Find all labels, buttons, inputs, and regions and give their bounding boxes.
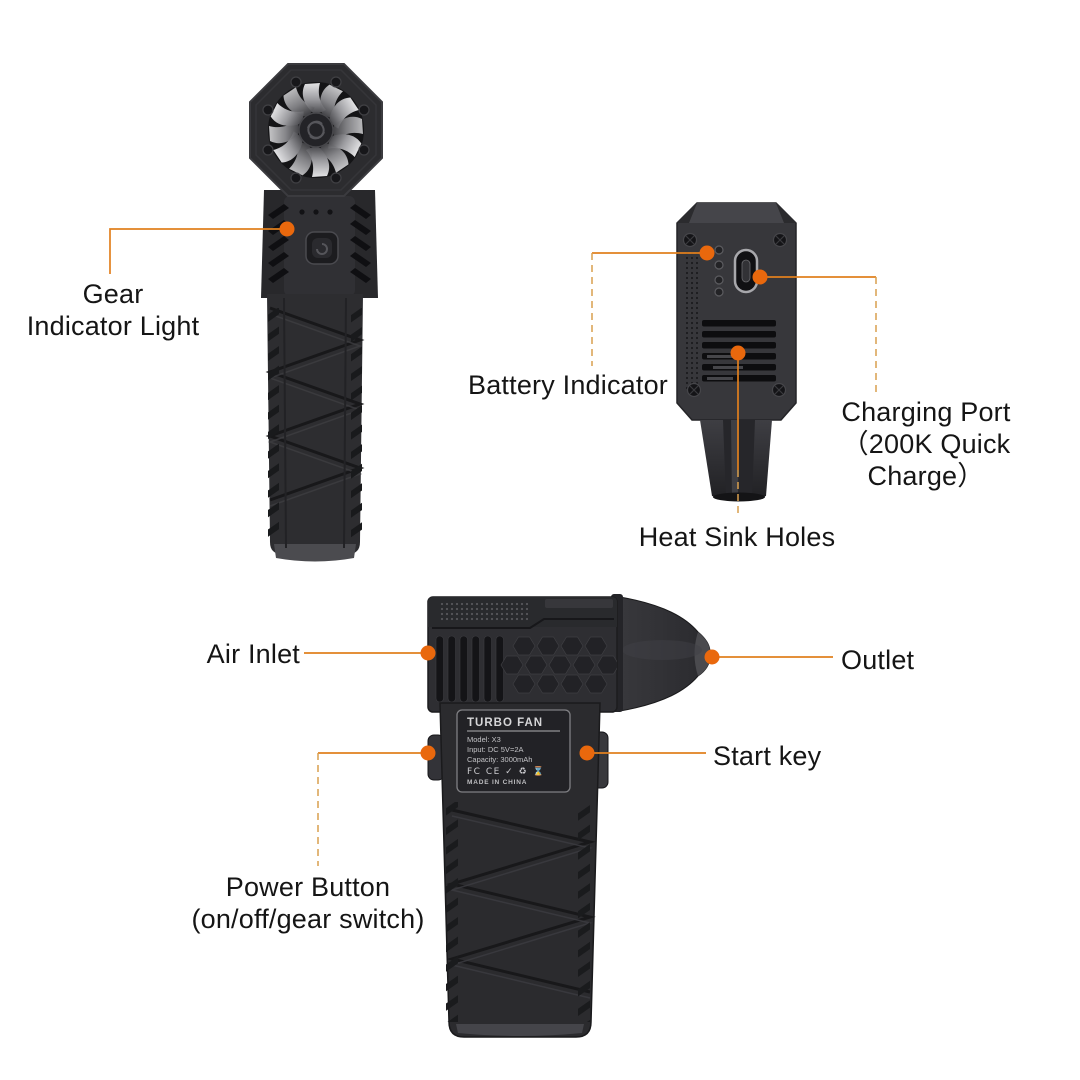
label-gear-indicator-light: Gear Indicator Light bbox=[26, 279, 200, 341]
motor-housing bbox=[427, 596, 618, 713]
turbo-fan-side-view: TURBO FAN Model: X3 Input: DC 5V=2A Capa… bbox=[427, 594, 711, 1038]
brand-dot-matrix-texture bbox=[683, 252, 701, 390]
spec-origin: MADE IN CHINA bbox=[467, 779, 527, 786]
back-body bbox=[676, 202, 797, 502]
brand-dot-matrix-texture bbox=[440, 603, 528, 622]
fan-head bbox=[249, 63, 383, 197]
label-heat-sink-holes: Heat Sink Holes bbox=[638, 522, 836, 552]
turbo-fan-back-view bbox=[676, 202, 797, 502]
spec-model: Model: X3 bbox=[467, 735, 501, 744]
fan-neck bbox=[261, 190, 378, 298]
side-body: TURBO FAN Model: X3 Input: DC 5V=2A Capa… bbox=[439, 702, 601, 1038]
spec-capacity: Capacity: 3000mAh bbox=[467, 755, 532, 764]
label-power-button: Power Button (on/off/gear switch) bbox=[191, 872, 425, 934]
front-power-button bbox=[305, 231, 339, 265]
label-outlet: Outlet bbox=[841, 645, 915, 675]
neck-vents-right bbox=[350, 204, 371, 283]
brand-logo-swirl bbox=[307, 120, 325, 140]
head-screws bbox=[262, 76, 370, 184]
label-charging-port: Charging Port （200K Quick Charge） bbox=[841, 397, 1011, 491]
spec-certification-icons: FC CE ✓ ♻ ⌛ bbox=[467, 765, 545, 777]
air-inlet-slats bbox=[435, 635, 504, 703]
label-battery-indicator: Battery Indicator bbox=[468, 370, 668, 400]
heat-sink-vents bbox=[702, 320, 776, 382]
spec-plate: TURBO FAN Model: X3 Input: DC 5V=2A Capa… bbox=[456, 709, 571, 793]
spec-title: TURBO FAN bbox=[467, 717, 543, 729]
back-handle bbox=[700, 420, 772, 502]
fan-handle bbox=[265, 294, 365, 562]
label-start-key: Start key bbox=[713, 741, 822, 771]
label-air-inlet: Air Inlet bbox=[206, 639, 300, 669]
battery-indicator-leds bbox=[714, 245, 724, 297]
nozzle-cone bbox=[611, 594, 711, 712]
turbo-fan-front-view bbox=[249, 63, 383, 562]
outlet-face bbox=[694, 632, 710, 676]
spec-input: Input: DC 5V=2A bbox=[467, 745, 524, 754]
usb-c-port[interactable] bbox=[733, 248, 759, 294]
gear-indicator-lights bbox=[299, 209, 333, 215]
